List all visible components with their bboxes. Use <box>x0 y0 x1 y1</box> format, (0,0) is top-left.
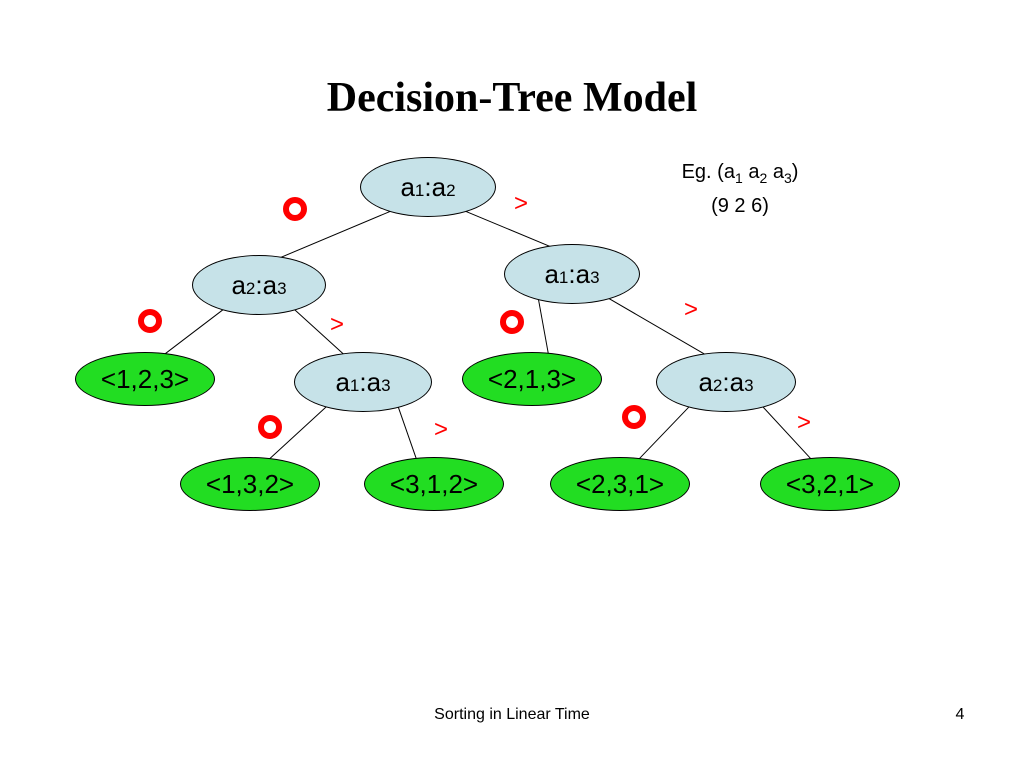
leaf-123: <1,2,3> <box>75 352 215 406</box>
edge-n-left-leaf-123 <box>161 307 226 357</box>
le-branch-icon <box>138 309 162 333</box>
edge-n-right-leaf-213 <box>537 296 550 357</box>
le-branch-icon <box>622 405 646 429</box>
gt-branch-mark: > <box>684 296 699 323</box>
page-number: 4 <box>955 706 965 723</box>
gt-branch-mark: > <box>797 409 812 436</box>
le-branch-icon <box>500 310 524 334</box>
example-values: (9 2 6) <box>711 195 769 217</box>
slide-title: Decision-Tree Model <box>326 75 698 121</box>
gt-branch-mark: > <box>514 190 529 217</box>
footer-text: Sorting in Linear Time <box>434 706 590 723</box>
edge-n-right-n-right-right <box>605 296 710 358</box>
example-box: Eg. (a1 a2 a3) (9 2 6) <box>640 158 840 220</box>
edge-n-left-n-left-right <box>292 307 347 358</box>
leaf-132: <1,3,2> <box>180 457 320 511</box>
le-branch-icon <box>258 415 282 439</box>
edge-root-n-left <box>274 209 395 261</box>
leaf-312: <3,1,2> <box>364 457 504 511</box>
leaf-231: <2,3,1> <box>550 457 690 511</box>
edge-n-right-right-leaf-231 <box>636 404 692 462</box>
example-vars: Eg. (a1 a2 a3) <box>681 161 799 186</box>
gt-branch-mark: > <box>434 416 449 443</box>
gt-branch-mark: > <box>330 311 345 338</box>
le-branch-icon <box>283 197 307 221</box>
edge-n-right-right-leaf-321 <box>760 404 814 462</box>
leaf-213: <2,1,3> <box>462 352 602 406</box>
leaf-321: <3,2,1> <box>760 457 900 511</box>
edge-n-left-right-leaf-312 <box>397 404 418 462</box>
edge-n-left-right-leaf-132 <box>266 404 329 462</box>
edge-root-n-right <box>461 209 556 250</box>
